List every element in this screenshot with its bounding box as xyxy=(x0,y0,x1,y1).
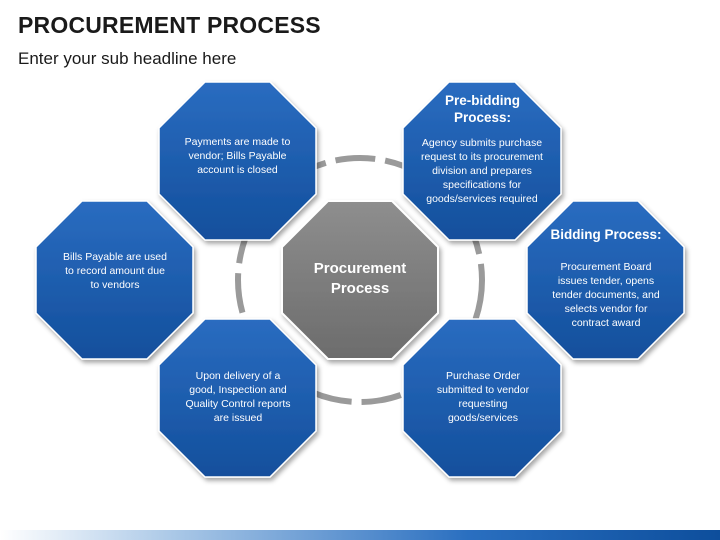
footer-gradient-bar xyxy=(0,530,720,540)
page-subtitle: Enter your sub headline here xyxy=(18,49,237,68)
delivery-text: Upon delivery of a good, Inspection and … xyxy=(185,370,291,424)
prebidding-heading: Pre-bidding Process: xyxy=(445,93,520,125)
payments-text: Payments are made to vendor; Bills Payab… xyxy=(184,136,291,176)
center-label-line1: Procurement xyxy=(313,260,407,277)
octagon-payments xyxy=(158,81,317,241)
bidding-heading: Bidding Process: xyxy=(550,227,662,242)
connector-ring xyxy=(235,155,485,405)
octagon-purchase-order xyxy=(402,318,562,478)
page-title: PROCUREMENT PROCESS xyxy=(18,12,321,38)
purchase-order-text: Purchase Order submitted to vendor reque… xyxy=(436,370,530,424)
bills-payable-text: Bills Payable are used to record amount … xyxy=(63,251,167,291)
prebidding-text: Agency submits purchase request to its p… xyxy=(421,137,543,205)
octagon-prebidding xyxy=(402,81,562,241)
octagon-center xyxy=(281,200,439,360)
center-label: Procurement Process xyxy=(295,259,425,299)
center-label-line2: Process xyxy=(330,280,390,297)
octagon-delivery xyxy=(158,318,317,478)
bidding-text: Procurement Board issues tender, opens t… xyxy=(552,261,660,329)
octagon-bidding xyxy=(526,200,685,360)
octagon-bills-payable xyxy=(35,200,194,360)
